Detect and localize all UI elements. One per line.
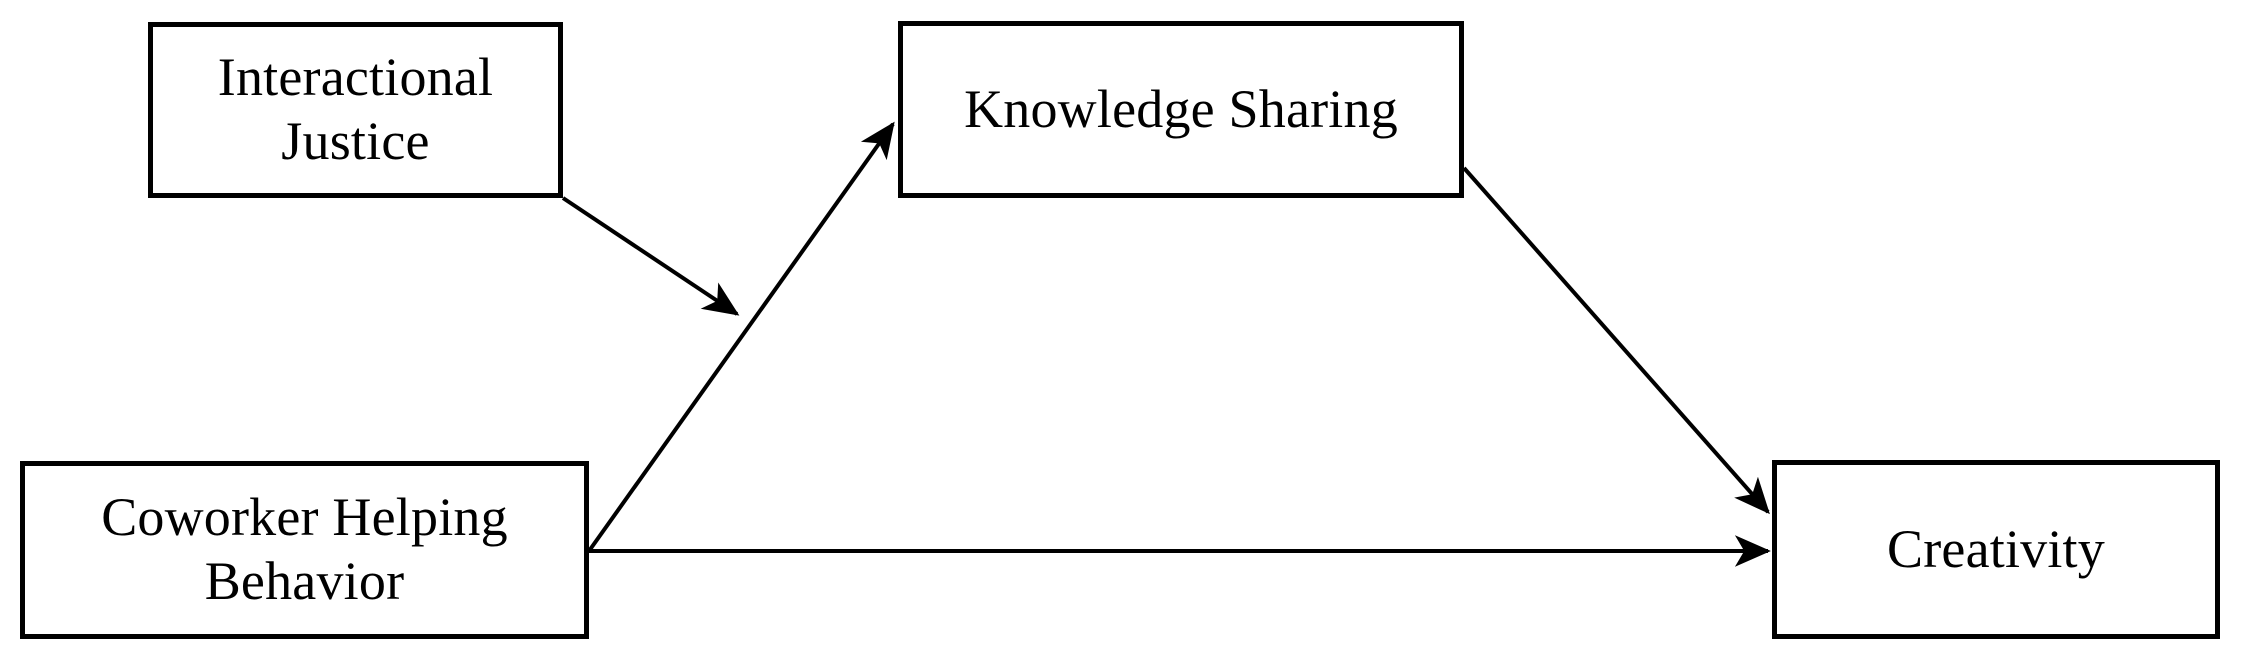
node-label-interactional-justice: Interactional Justice xyxy=(217,47,494,171)
node-interactional-justice[interactable]: Interactional Justice xyxy=(148,22,563,198)
node-label-knowledge-sharing: Knowledge Sharing xyxy=(964,78,1398,139)
node-creativity[interactable]: Creativity xyxy=(1772,460,2220,639)
node-coworker-helping-behavior[interactable]: Coworker Helping Behavior xyxy=(20,461,589,639)
edge-coworker-helping-behavior-to-knowledge-sharing xyxy=(587,121,895,553)
edge-interactional-justice-moderation xyxy=(561,196,740,316)
node-knowledge-sharing[interactable]: Knowledge Sharing xyxy=(898,21,1464,198)
node-label-coworker-helping-behavior: Coworker Helping Behavior xyxy=(101,487,508,611)
edge-knowledge-sharing-to-creativity xyxy=(1462,166,1770,515)
node-label-creativity: Creativity xyxy=(1887,518,2105,579)
